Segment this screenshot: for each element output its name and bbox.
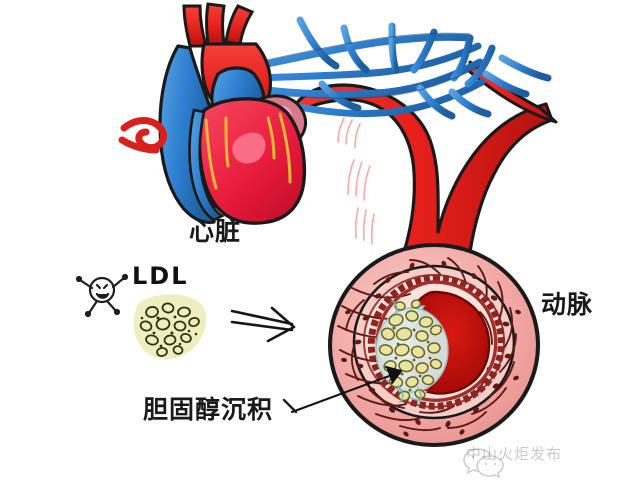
heart-figure [118,2,307,225]
label-tail-stroke [282,398,298,414]
transition-arrow [230,306,296,343]
watermark-text: 中山火炬发布 [466,445,563,463]
wechat-icon [463,448,504,479]
heart-label: 心脏 [189,217,242,246]
ldl-stick-figure [75,273,129,318]
ldl-label: LDL [132,262,189,290]
artery-label: 动脉 [541,290,594,319]
cholesterol-specks [392,326,432,392]
venous-branch-outlines [257,32,481,99]
cholesterol-deposit-label: 胆固醇沉积 [143,395,274,424]
watermark: 中山火炬发布 [466,443,562,464]
cholesterol-blob [134,294,207,360]
cholesterol-globules [378,299,443,402]
cell-nuclei [341,260,521,437]
pointer-arrowhead [386,367,401,383]
artery-cross-section [328,243,540,447]
